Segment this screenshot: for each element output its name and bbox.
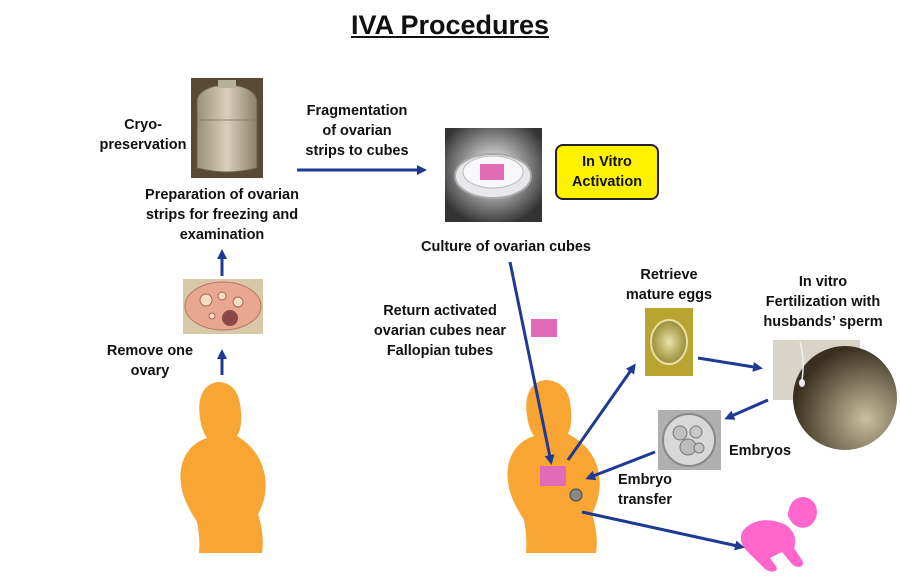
woman-silhouette-icon	[180, 382, 266, 553]
baby-silhouette-icon	[740, 496, 817, 572]
ovary-section-icon	[183, 279, 263, 334]
egg-icon	[645, 308, 693, 376]
label-embryos: Embryos	[728, 443, 792, 459]
page-title: IVA Procedures	[350, 10, 550, 40]
iva-highlight-box: In Vitro Activation	[555, 144, 659, 200]
label-preparation: Preparation of ovarian strips for freezi…	[145, 187, 299, 243]
label-fragmentation: Fragmentation of ovarian strips to cubes	[305, 103, 409, 159]
label-return-cubes: Return activated ovarian cubes near Fall…	[373, 303, 507, 359]
implanted-embryo-icon	[569, 488, 583, 502]
label-ivf: In vitro Fertilization with husbands’ sp…	[763, 274, 883, 330]
tissue-cube-icon	[531, 319, 557, 337]
label-culture: Culture of ovarian cubes	[420, 239, 591, 255]
sperm-egg-icon	[773, 340, 897, 450]
label-remove-ovary: Remove one ovary	[106, 343, 194, 379]
label-retrieve-eggs: Retrieve mature eggs	[625, 267, 713, 303]
cryo-tank-icon	[191, 78, 263, 178]
implanted-cube-icon	[540, 466, 566, 486]
arrows	[217, 165, 769, 551]
label-cryopreservation: Cryo- preservation	[99, 117, 187, 153]
petri-dish-icon	[445, 128, 542, 222]
embryo-icon	[658, 410, 721, 470]
label-embryo-transfer: Embryo transfer	[618, 472, 672, 508]
